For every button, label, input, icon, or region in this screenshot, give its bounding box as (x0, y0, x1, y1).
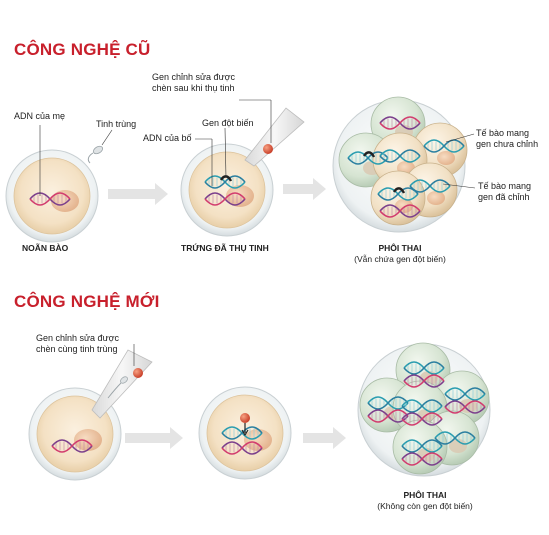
label-sperm: Tinh trùng (96, 119, 137, 129)
label-edit-with-sperm: Gen chỉnh sửa được chèn cùng tinh trùng (36, 333, 119, 354)
egg-cell (5, 149, 99, 243)
label-mutant-gene: Gen đột biến (202, 118, 254, 128)
arrow-icon (303, 427, 346, 449)
pipette-icon (244, 107, 305, 167)
label-cell-unedited: Tế bào mang gen chưa chỉnh (476, 128, 539, 149)
caption-egg: NOÃN BÀO (22, 243, 69, 253)
leader-line (101, 129, 113, 146)
fertilized-egg (180, 143, 274, 237)
caption-embryo-old: PHÔI THAI (Vẫn chứa gen đột biến) (354, 243, 446, 264)
embryo-new (357, 342, 491, 477)
fertilized-egg-new (198, 386, 292, 480)
pipette-icon (91, 349, 153, 419)
embryo-old (332, 96, 468, 233)
arrow-icon (125, 427, 183, 449)
label-mother-dna: ADN của mẹ (14, 111, 66, 121)
heading-old-tech: CÔNG NGHỆ CŨ (14, 40, 151, 59)
sperm-icon (87, 145, 104, 164)
arrow-icon (283, 178, 326, 200)
arrow-icon (108, 183, 168, 205)
label-cell-edited: Tế bào mang gen đã chỉnh (478, 181, 532, 202)
caption-fertilized: TRỨNG ĐÃ THỤ TINH (181, 243, 269, 253)
heading-new-tech: CÔNG NGHỆ MỚI (14, 292, 160, 311)
label-father-dna: ADN của bố (143, 133, 192, 143)
label-edit-after: Gen chỉnh sửa được chèn sau khi thụ tinh (152, 72, 235, 93)
caption-embryo-new: PHÔI THAI (Không còn gen đột biến) (377, 490, 473, 511)
